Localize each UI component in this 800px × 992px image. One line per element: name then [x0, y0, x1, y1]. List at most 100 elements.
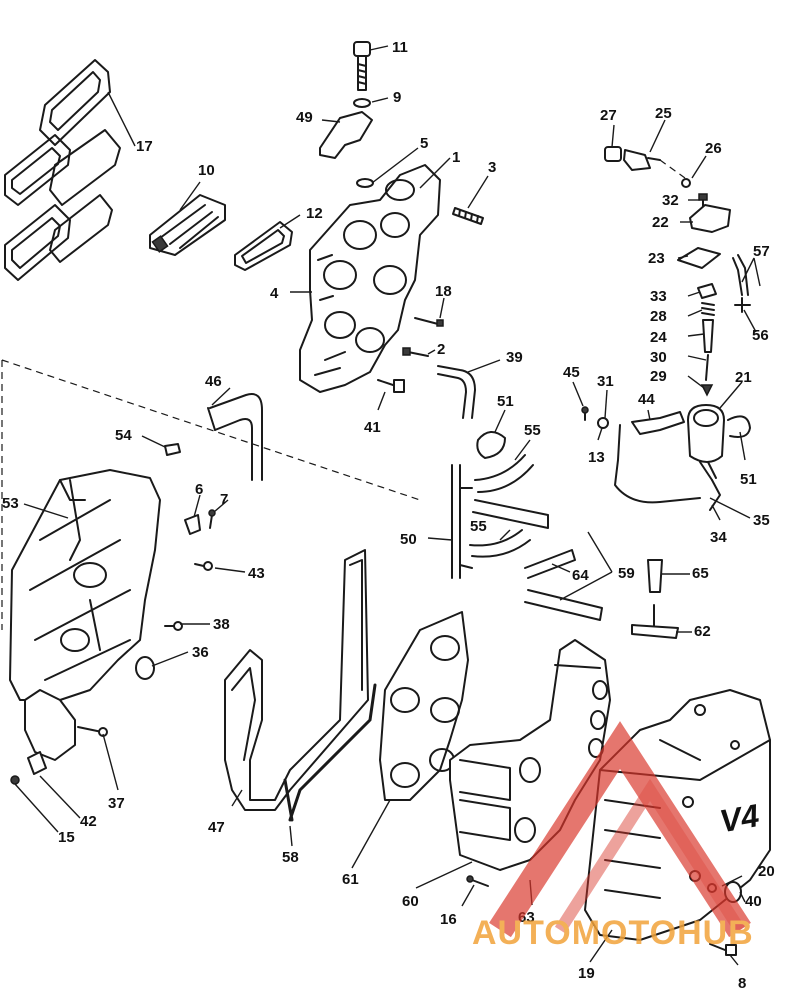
clamp-51-right — [727, 415, 751, 438]
callout-62: 62 — [694, 623, 711, 640]
callout-1: 1 — [452, 149, 460, 166]
callout-30: 30 — [650, 349, 667, 366]
callout-13: 13 — [588, 449, 605, 466]
fitting-54 — [164, 443, 181, 456]
callout-3: 3 — [488, 159, 496, 176]
callout-41: 41 — [364, 419, 381, 436]
callout-65: 65 — [692, 565, 709, 582]
callout-16: 16 — [440, 911, 457, 928]
watermark-logo: AUTOMOTOHUB — [472, 721, 754, 952]
callout-59: 59 — [618, 565, 635, 582]
fitting-3 — [452, 207, 484, 225]
callout-18: 18 — [435, 283, 452, 300]
grommet-36 — [135, 656, 155, 680]
bracket-49 — [319, 111, 373, 159]
callout-58: 58 — [282, 849, 299, 866]
leader-dashed-25 — [659, 159, 686, 179]
hose-65 — [647, 559, 663, 593]
watermark-text: AUTOMOTOHUB — [472, 914, 754, 952]
callout-2: 2 — [437, 341, 445, 358]
callout-21: 21 — [735, 369, 752, 386]
seal-58 — [283, 683, 377, 822]
gasket-47 — [224, 549, 369, 811]
screw-7 — [209, 514, 213, 529]
callout-51-top: 51 — [497, 393, 514, 410]
callout-39: 39 — [506, 349, 523, 366]
callout-40: 40 — [745, 893, 762, 910]
hose-59-upper — [472, 499, 549, 529]
callout-34: 34 — [710, 529, 727, 546]
callout-31: 31 — [597, 373, 614, 390]
screw-2 — [407, 351, 429, 357]
cover-22 — [689, 204, 731, 233]
callout-42: 42 — [80, 813, 97, 830]
callout-61: 61 — [342, 871, 359, 888]
callout-51-right: 51 — [740, 471, 757, 488]
callout-56: 56 — [752, 327, 769, 344]
tee-fitting-62 — [631, 624, 679, 639]
clip-56 — [734, 297, 751, 313]
callout-43: 43 — [248, 565, 265, 582]
callout-57: 57 — [753, 243, 770, 260]
callout-12: 12 — [306, 205, 323, 222]
pin-30 — [705, 354, 709, 381]
gasket-17 — [4, 59, 121, 281]
callout-53: 53 — [2, 495, 19, 512]
callout-60: 60 — [402, 893, 419, 910]
callout-47: 47 — [208, 819, 225, 836]
oring-26 — [681, 178, 691, 188]
clamp-51-left — [476, 431, 506, 459]
callout-33: 33 — [650, 288, 667, 305]
screw-18 — [414, 317, 439, 325]
callout-26: 26 — [705, 140, 722, 157]
callout-4: 4 — [270, 285, 279, 302]
callout-37: 37 — [108, 795, 125, 812]
gasket-61 — [379, 611, 469, 801]
callout-19: 19 — [578, 965, 595, 982]
callout-10: 10 — [198, 162, 215, 179]
callout-28: 28 — [650, 308, 667, 325]
callout-50: 50 — [400, 531, 417, 548]
screw-37 — [77, 726, 103, 733]
callout-55-lower: 55 — [470, 518, 487, 535]
bolt-41 — [377, 379, 405, 393]
callout-32: 32 — [662, 192, 679, 209]
reed-block-10 — [149, 194, 226, 256]
callout-29: 29 — [650, 368, 667, 385]
terminal-13 — [597, 417, 609, 429]
callout-55-top: 55 — [524, 422, 541, 439]
washer-9 — [353, 98, 371, 108]
callout-7: 7 — [220, 491, 228, 508]
alignment-dashed-line — [1, 359, 421, 501]
bracket-44 — [631, 411, 685, 435]
gasket-23 — [677, 247, 721, 269]
bolt-8 — [709, 943, 737, 956]
hose-57 — [732, 254, 749, 296]
callout-35: 35 — [753, 512, 770, 529]
nut-33 — [697, 283, 717, 299]
callout-27: 27 — [600, 107, 617, 124]
hose-64 — [524, 549, 576, 579]
callout-15: 15 — [58, 829, 75, 846]
watermark-triangle-icon — [489, 721, 751, 938]
callout-20: 20 — [758, 863, 775, 880]
bolt-11 — [353, 41, 371, 91]
hose-46 — [209, 393, 263, 481]
washer-5 — [356, 178, 374, 188]
side-housing-53 — [9, 469, 161, 761]
hose-55-upper — [474, 454, 534, 493]
screw-16 — [471, 879, 489, 887]
solenoid-21 — [687, 404, 725, 511]
callout-25: 25 — [655, 105, 672, 122]
gasket-12 — [234, 221, 293, 271]
hose-59-lower — [524, 589, 603, 621]
spring-28 — [701, 302, 715, 316]
callout-6: 6 — [195, 481, 203, 498]
cylinder-block-60 — [449, 639, 611, 871]
screw-15 — [10, 775, 20, 785]
clip-6 — [184, 514, 201, 535]
fitting-25 — [623, 149, 661, 171]
wire-35 — [614, 424, 701, 504]
sleeve-24 — [702, 319, 714, 353]
